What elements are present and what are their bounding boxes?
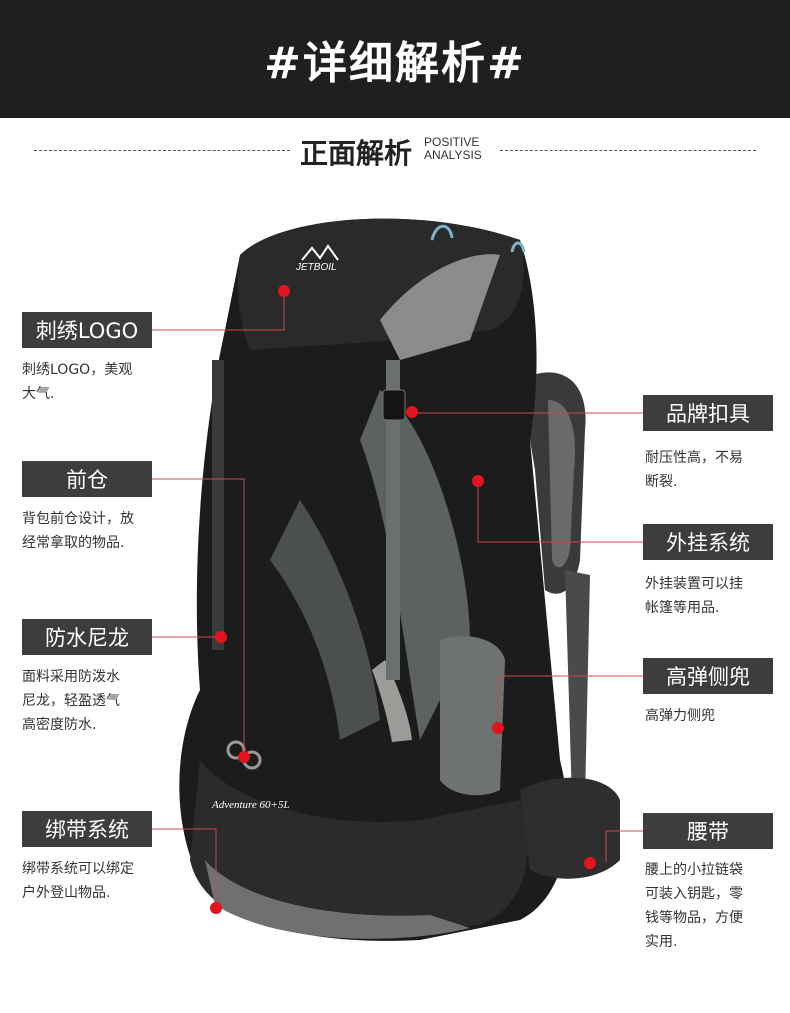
bottom-grey-base <box>205 860 470 939</box>
desc-front-line: 背包前仓设计，放 <box>22 511 134 527</box>
desc-waist-line: 钱等物品，方便 <box>645 910 743 926</box>
label-elastic-side-pocket: 高弹侧兜 <box>643 658 773 694</box>
section-title-en-line1: POSITIVE <box>424 135 480 149</box>
label-waterproof-nylon: 防水尼龙 <box>22 619 152 655</box>
desc-nylon-line: 高密度防水. <box>22 717 97 733</box>
label-external-hanging: 外挂系统 <box>643 524 773 560</box>
side-pocket <box>440 636 505 796</box>
left-strap <box>212 360 224 650</box>
front-light-accent <box>372 660 412 742</box>
desc-front-compartment: 背包前仓设计，放 经常拿取的物品. <box>22 507 134 555</box>
label-strap-system: 绑带系统 <box>22 811 152 847</box>
divider-right <box>500 150 756 151</box>
desc-external-hanging: 外挂装置可以挂 帐篷等用品. <box>645 572 743 620</box>
label-front-compartment: 前仓 <box>22 461 152 497</box>
front-mid-panel <box>270 500 380 740</box>
capacity-print: Adventure 60+5L <box>211 799 290 811</box>
hotspot-nylon <box>215 631 227 643</box>
brand-logo-mountains <box>301 244 339 261</box>
desc-front-line: 经常拿取的物品. <box>22 535 125 551</box>
desc-waterproof-nylon: 面料采用防泼水 尼龙，轻盈透气 高密度防水. <box>22 665 120 737</box>
top-hook-left <box>430 224 454 241</box>
center-strap <box>386 360 400 680</box>
desc-waist-line: 实用. <box>645 934 678 950</box>
desc-buckle-line: 耐压性高，不易 <box>645 450 743 466</box>
desc-hanging-line: 外挂装置可以挂 <box>645 576 743 592</box>
desc-logo: 刺绣LOGO，美观 大气. <box>22 358 132 406</box>
desc-nylon-line: 尼龙，轻盈透气 <box>22 693 120 709</box>
desc-logo-line: 刺绣LOGO，美观 <box>22 362 133 378</box>
label-logo: 刺绣LOGO <box>22 312 152 348</box>
hotspot-hanging <box>472 475 484 487</box>
desc-waist-belt: 腰上的小拉链袋 可装入钥匙，零 钱等物品，方便 实用. <box>645 858 743 954</box>
header-title: #详细解析# <box>264 38 526 89</box>
section-heading: 正面解析 POSITIVE ANALYSIS <box>0 128 790 174</box>
header-banner: #详细解析# <box>0 0 790 118</box>
desc-side-line: 高弹力侧兜 <box>645 708 715 724</box>
label-waist-belt: 腰带 <box>643 813 773 849</box>
waist-belt <box>520 777 620 879</box>
section-title-en: POSITIVE ANALYSIS <box>424 136 482 162</box>
desc-straps-line: 绑带系统可以绑定 <box>22 861 134 877</box>
desc-hanging-line: 帐篷等用品. <box>645 600 720 616</box>
brand-logo-text: JETBOIL <box>295 262 337 273</box>
buckle-shape <box>382 389 406 421</box>
label-brand-buckle: 品牌扣具 <box>643 395 773 431</box>
lid-grey-panel <box>380 254 500 360</box>
hotspot-logo <box>278 285 290 297</box>
desc-strap-system: 绑带系统可以绑定 户外登山物品. <box>22 857 134 905</box>
section-title-zh: 正面解析 <box>300 137 413 170</box>
desc-brand-buckle: 耐压性高，不易 断裂. <box>645 446 743 494</box>
desc-waist-line: 腰上的小拉链袋 <box>645 862 743 878</box>
hotspot-straps <box>210 902 222 914</box>
side-strap <box>565 570 590 800</box>
hotspot-side <box>492 722 504 734</box>
bottom-compartment <box>190 760 528 935</box>
hotspot-waist <box>584 857 596 869</box>
hotspot-buckle <box>406 406 418 418</box>
desc-nylon-line: 面料采用防泼水 <box>22 669 120 685</box>
top-hook-right <box>510 241 526 253</box>
desc-elastic-side-pocket: 高弹力侧兜 <box>645 704 715 728</box>
hotspot-front <box>238 751 250 763</box>
section-title-en-line2: ANALYSIS <box>424 148 482 162</box>
divider-left <box>34 150 290 151</box>
desc-straps-line: 户外登山物品. <box>22 885 111 901</box>
desc-waist-line: 可装入钥匙，零 <box>645 886 743 902</box>
desc-logo-line: 大气. <box>22 386 55 402</box>
desc-buckle-line: 断裂. <box>645 474 678 490</box>
